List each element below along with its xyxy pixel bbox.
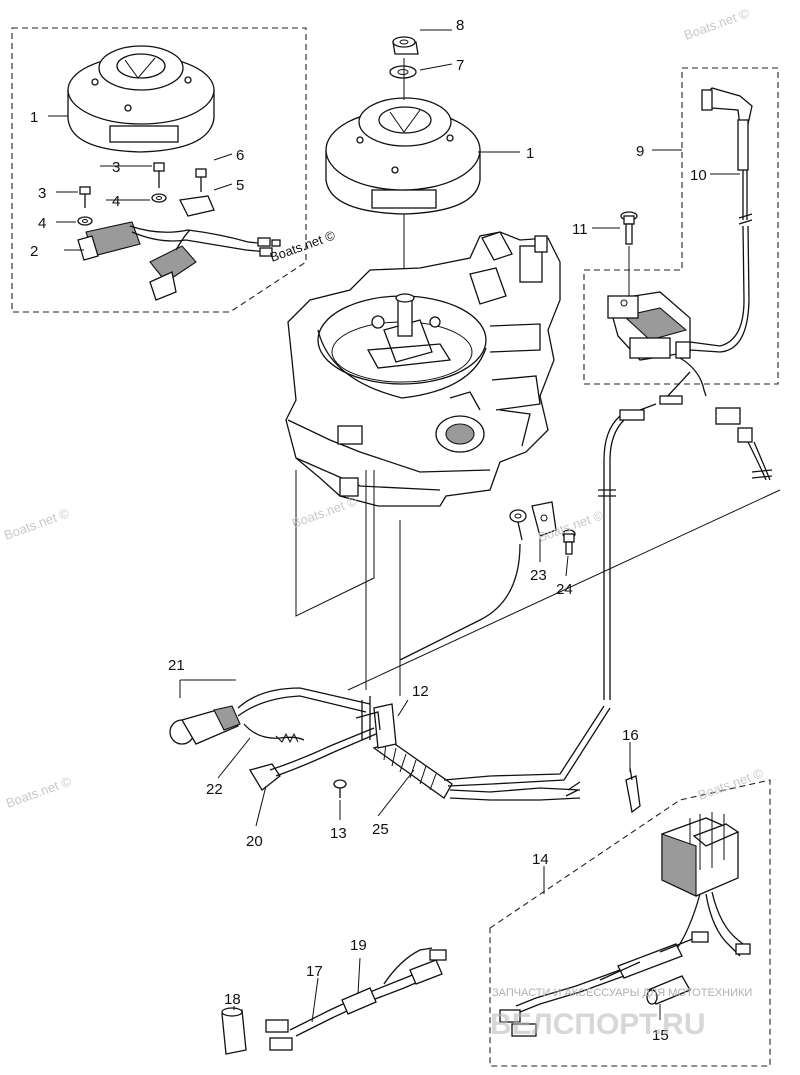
coil-tip <box>639 403 657 411</box>
label-7: 7 <box>456 57 464 74</box>
label-11: 11 <box>572 221 588 238</box>
label-13: 13 <box>330 825 347 842</box>
leader-lines <box>48 29 740 1023</box>
label-14: 14 <box>532 851 549 868</box>
rectifier-terminal <box>735 943 751 955</box>
label-3-left: 3 <box>38 185 46 202</box>
hv-lead-upper <box>742 170 748 220</box>
watermark-boats-left: Boats.net © <box>2 505 72 543</box>
label-2: 2 <box>30 243 38 260</box>
connector-sleeve-18 <box>221 1007 247 1055</box>
watermark-boats-main: Boats.net © <box>268 227 338 265</box>
label-6: 6 <box>236 147 244 164</box>
label-21: 21 <box>168 657 185 674</box>
label-15: 15 <box>652 1027 669 1044</box>
lanyard-clip <box>249 727 377 791</box>
watermark-boats-top-right: Boats.net © <box>682 5 752 43</box>
projection-box-left <box>295 470 375 617</box>
label-3-mid: 3 <box>112 159 120 176</box>
label-23: 23 <box>530 567 547 584</box>
label-8: 8 <box>456 17 464 34</box>
hv-lead-break <box>738 213 753 225</box>
ground-bolt-24 <box>562 529 576 555</box>
group-box-top-left <box>11 27 307 313</box>
label-4-left: 4 <box>38 215 46 232</box>
clamp-12 <box>355 696 397 749</box>
coil-primary-wire <box>665 371 691 399</box>
connector-sleeve-15 <box>646 975 691 1005</box>
label-9: 9 <box>636 143 644 160</box>
label-22: 22 <box>206 781 223 798</box>
projection-line-diagonal <box>347 489 781 691</box>
nut-8 <box>392 36 419 55</box>
stator-coil <box>77 221 281 301</box>
rectifier-wires <box>705 891 749 957</box>
spark-plug-cap <box>701 87 753 171</box>
group-box-ignition-coil <box>583 67 779 385</box>
washer-4a <box>77 216 93 226</box>
label-18: 18 <box>224 991 241 1008</box>
coil-wire-end <box>747 441 771 481</box>
switch-lanyard <box>243 723 305 741</box>
engine-connector <box>619 409 645 421</box>
rectifier-harness <box>499 931 709 1037</box>
label-17: 17 <box>306 963 323 980</box>
flywheel-main <box>325 97 481 215</box>
label-12: 12 <box>412 683 429 700</box>
label-20: 20 <box>246 833 263 850</box>
watermark-shop-line: ЗАПЧАСТИ И АКСЕССУАРЫ ДЛЯ МОТОТЕХНИКИ <box>492 987 752 999</box>
screw-3a <box>79 186 91 208</box>
hv-lead-lower-2 <box>689 225 750 353</box>
stop-switch <box>169 705 241 745</box>
watermark-shop-domain: ВЕЛСПОРТ.RU <box>490 1008 706 1041</box>
ground-plate-23 <box>531 501 557 537</box>
label-1-center: 1 <box>526 145 534 162</box>
engine-block <box>285 231 561 507</box>
label-19: 19 <box>350 937 367 954</box>
harness-grommet <box>372 705 611 801</box>
bolt-11 <box>620 211 638 245</box>
ring-terminal <box>509 509 527 541</box>
harness-wire-right <box>603 415 625 700</box>
lanyard-spring <box>275 732 299 744</box>
label-1-left: 1 <box>30 109 38 126</box>
washer-7 <box>389 65 417 79</box>
hv-lead-lower <box>689 225 745 347</box>
terminal-16 <box>625 767 641 814</box>
coil-connector-male <box>659 395 683 405</box>
watermark-boats-lower-right: Boats.net © <box>696 765 766 803</box>
ignition-coil <box>607 291 691 361</box>
clamp-5 <box>179 195 215 217</box>
label-16: 16 <box>622 727 639 744</box>
label-25: 25 <box>372 821 389 838</box>
screw-13 <box>333 779 347 798</box>
watermark-boats-lower-left: Boats.net © <box>4 773 74 811</box>
watermark-boats-center: Boats.net © <box>290 493 360 531</box>
label-5: 5 <box>236 177 244 194</box>
harness-break-mark <box>598 489 616 497</box>
flywheel-small <box>67 45 215 153</box>
coil-connector-female <box>715 407 741 425</box>
group-box-rectifier <box>489 779 771 1067</box>
bracket-21 <box>179 679 236 698</box>
screw-6 <box>195 168 207 192</box>
coil-connector-end <box>737 427 753 443</box>
harness-17 <box>265 947 447 1051</box>
screw-3b <box>153 162 165 188</box>
ground-wire <box>399 543 521 661</box>
label-24: 24 <box>556 581 573 598</box>
coil-ground-wire <box>679 357 707 397</box>
label-4-mid: 4 <box>112 193 120 210</box>
label-10: 10 <box>690 167 707 184</box>
switch-wires <box>237 687 371 717</box>
washer-4b <box>151 193 167 203</box>
wire-break-mark <box>751 469 773 479</box>
rectifier-regulator <box>661 812 740 897</box>
